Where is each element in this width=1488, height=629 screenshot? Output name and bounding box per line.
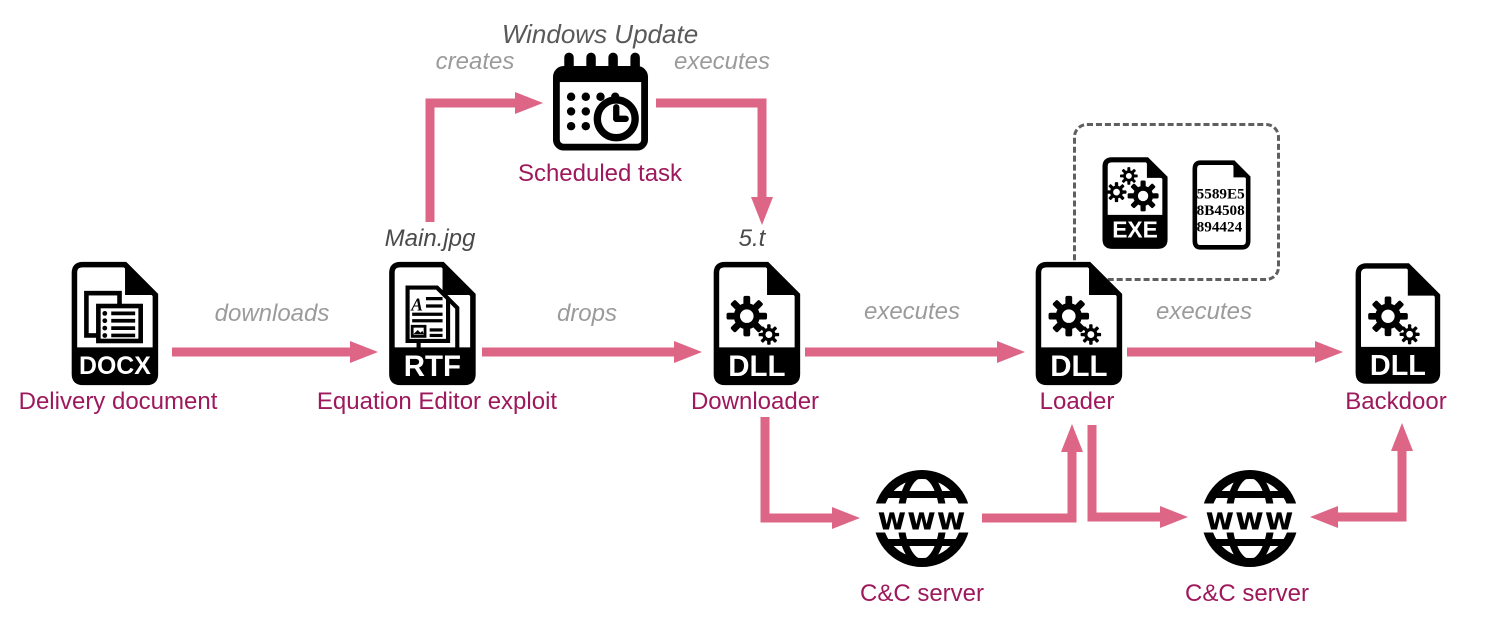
- arrow-creates-elbow: [425, 98, 515, 222]
- docx-file-icon: DOCX: [71, 261, 159, 386]
- arrow-executes-top-elbow: [656, 98, 767, 197]
- www-text: www: [1206, 502, 1295, 538]
- edge-label-creates: creates: [435, 48, 515, 75]
- globe-www-icon: www: [867, 470, 977, 567]
- arrowhead: [674, 341, 702, 363]
- arrowhead: [832, 507, 860, 529]
- dll-badge: DLL: [1370, 350, 1426, 382]
- arrowhead: [997, 341, 1025, 363]
- arrow-cc1-to-loader: [982, 452, 1077, 523]
- label-backdoor: Backdoor: [1345, 388, 1447, 415]
- dll-badge: DLL: [1050, 350, 1107, 383]
- dll-file-icon: DLL: [713, 261, 801, 386]
- rtf-file-icon: A RTF: [389, 261, 476, 386]
- hex-line: 5589E5: [1197, 186, 1245, 203]
- rtf-badge: RTF: [404, 350, 461, 383]
- label-cc-server-1: C&C server: [859, 580, 985, 607]
- arrow-cc2-backdoor: [1338, 451, 1407, 522]
- hex-line: 8B4508: [1197, 202, 1245, 219]
- globe-www-icon: www: [1195, 470, 1305, 567]
- edge-label-executes-mid: executes: [863, 298, 961, 325]
- label-cc-server-2: C&C server: [1184, 580, 1310, 607]
- dll-badge: DLL: [728, 350, 785, 383]
- label-windows-update: Windows Update: [501, 19, 699, 49]
- docx-badge: DOCX: [79, 353, 151, 380]
- label-delivery-document: Delivery document: [18, 388, 218, 415]
- edge-label-drops: drops: [556, 300, 618, 327]
- shellcode-file-icon: 5589E5 8B4508 894424: [1192, 160, 1251, 250]
- payload-dashed-box: EXE 5589E5 8B4508 894424: [1073, 123, 1280, 281]
- label-downloader: Downloader: [690, 388, 820, 415]
- dll-file-icon: DLL: [1035, 261, 1123, 386]
- arrow-loader-to-cc2: [1087, 425, 1160, 522]
- exe-badge: EXE: [1112, 217, 1158, 243]
- arrowhead: [1310, 506, 1338, 528]
- arrowhead: [1061, 424, 1083, 452]
- arrow-downloader-to-cc1: [760, 417, 832, 523]
- arrowhead: [515, 92, 543, 114]
- label-equation-editor-exploit: Equation Editor exploit: [316, 388, 558, 415]
- hex-line: 894424: [1197, 219, 1243, 236]
- arrowhead: [1315, 341, 1343, 363]
- calendar-clock-icon: [552, 52, 649, 151]
- label-loader: Loader: [1039, 388, 1115, 415]
- svg-text:A: A: [410, 295, 423, 315]
- label-scheduled-task: Scheduled task: [517, 160, 683, 187]
- edge-label-executes-top: executes: [673, 48, 771, 75]
- edge-label-downloads: downloads: [214, 300, 330, 327]
- label-main-jpg: Main.jpg: [384, 225, 476, 252]
- exe-file-icon: EXE: [1102, 157, 1168, 249]
- arrowhead: [350, 341, 378, 363]
- arrowhead: [1160, 506, 1188, 528]
- arrowhead: [751, 197, 773, 225]
- dll-file-icon: DLL: [1355, 263, 1441, 384]
- label-5t: 5.t: [738, 225, 766, 252]
- edge-label-executes-right: executes: [1155, 298, 1253, 325]
- www-text: www: [878, 502, 967, 538]
- arrowhead: [1391, 423, 1413, 451]
